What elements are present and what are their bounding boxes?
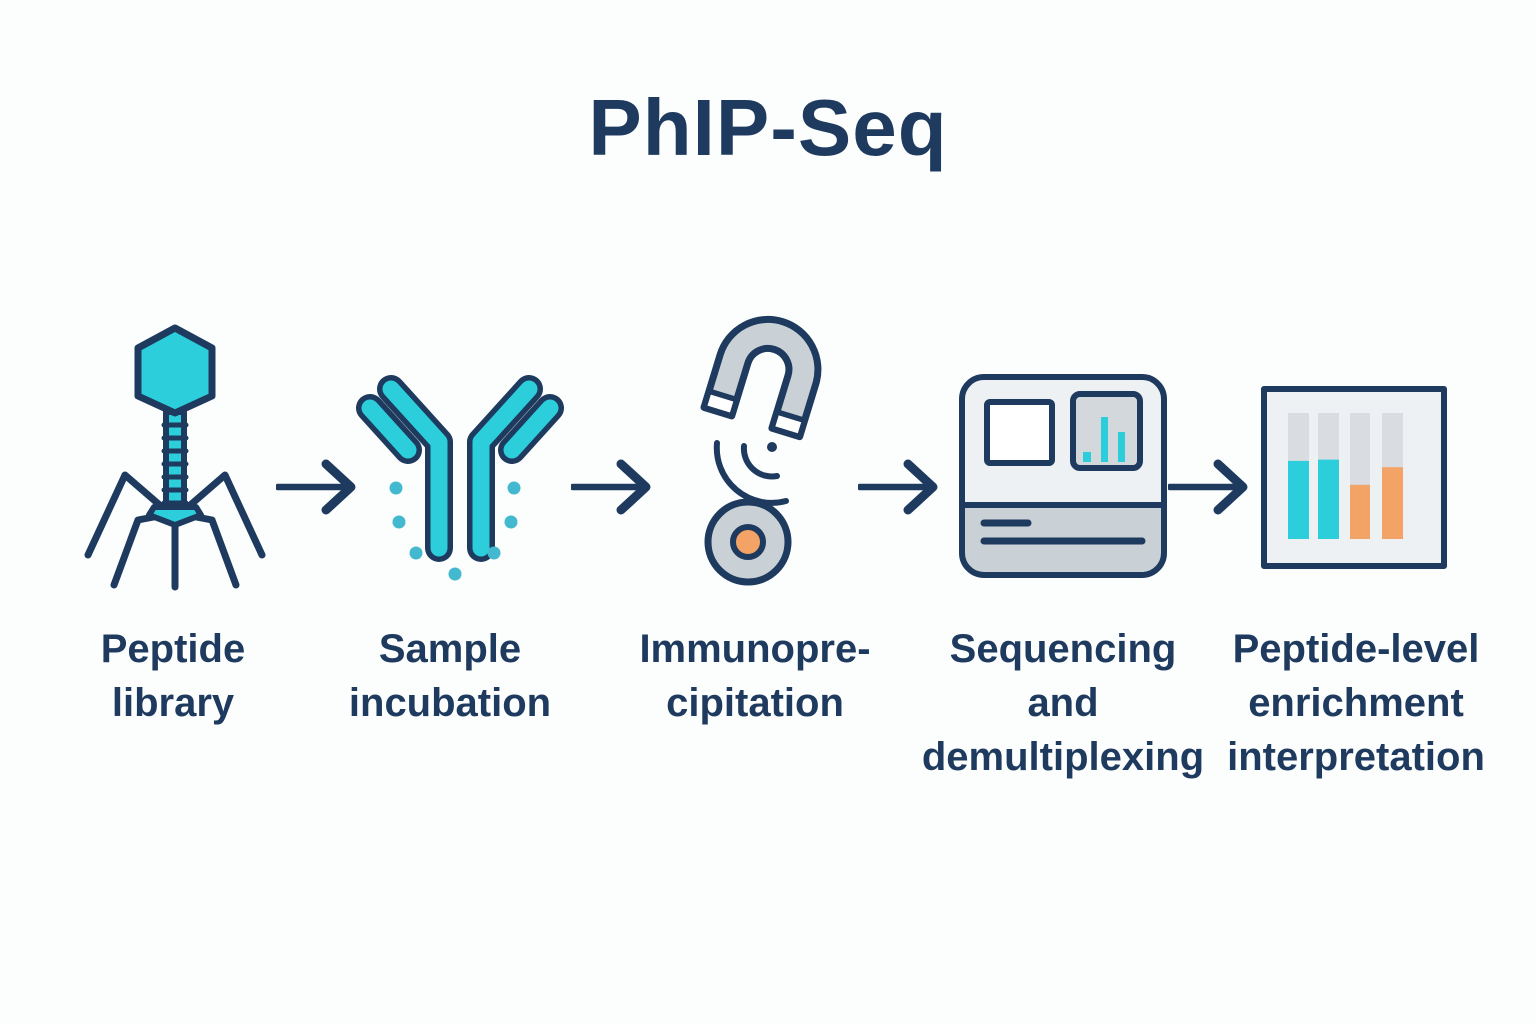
step-label-immunoprecipitation: Immunopre- cipitation — [625, 622, 885, 730]
chart-bar-fills — [1288, 459, 1403, 539]
phage-leg — [84, 471, 166, 559]
magnetic-bead — [704, 498, 792, 586]
magnet-pole-tip — [701, 388, 740, 419]
right-arrow-icon — [571, 459, 651, 515]
label-line: enrichment — [1248, 681, 1464, 725]
label-line: and — [1027, 681, 1099, 725]
label-line: incubation — [348, 681, 552, 725]
label-line: Sample — [378, 627, 522, 671]
sequencer-screen — [984, 399, 1055, 466]
sequencer-icon — [959, 374, 1167, 578]
right-arrow-icon — [858, 459, 938, 515]
phage-tail-rungs — [161, 422, 189, 506]
antibody-heavy-chains — [377, 375, 543, 562]
diagram-title: PhIP-Seq — [588, 83, 948, 172]
magnet-pole-tip — [769, 409, 808, 440]
antibody-icon — [356, 375, 564, 581]
enrichment-chart-icon — [1261, 386, 1447, 569]
magnet-bead-icon — [700, 315, 822, 586]
label-line: library — [111, 681, 235, 725]
label-line: Immunopre- — [639, 627, 871, 671]
bacteriophage-icon — [84, 324, 266, 591]
phage-baseplate — [146, 504, 204, 528]
phage-leg — [182, 511, 240, 589]
step-label-peptide-level-enrichment: Peptide-level enrichment interpretation — [1206, 622, 1506, 784]
attraction-waves — [713, 440, 789, 506]
step-label-sequencing-demultiplexing: Sequencing and demultiplexing — [915, 622, 1211, 784]
label-line: demultiplexing — [921, 735, 1205, 779]
sample-dots — [389, 481, 521, 581]
label-line: interpretation — [1227, 735, 1485, 779]
right-arrow-icon — [276, 459, 356, 515]
label-line: cipitation — [666, 681, 844, 725]
sequencer-label-lines — [980, 519, 1146, 545]
step-label-peptide-library: Peptide library — [48, 622, 298, 730]
horseshoe-magnet — [700, 315, 822, 441]
label-line: Peptide-level — [1232, 627, 1480, 671]
phage-head — [134, 324, 216, 417]
step-label-sample-incubation: Sample incubation — [320, 622, 580, 730]
phage-leg — [110, 511, 168, 589]
label-line: Peptide — [100, 627, 246, 671]
label-line: Sequencing — [949, 627, 1177, 671]
antibody-light-chains — [356, 394, 564, 464]
right-arrow-icon — [1168, 459, 1248, 515]
sequencer-mini-bars — [1083, 417, 1125, 462]
phage-leg — [184, 471, 266, 559]
